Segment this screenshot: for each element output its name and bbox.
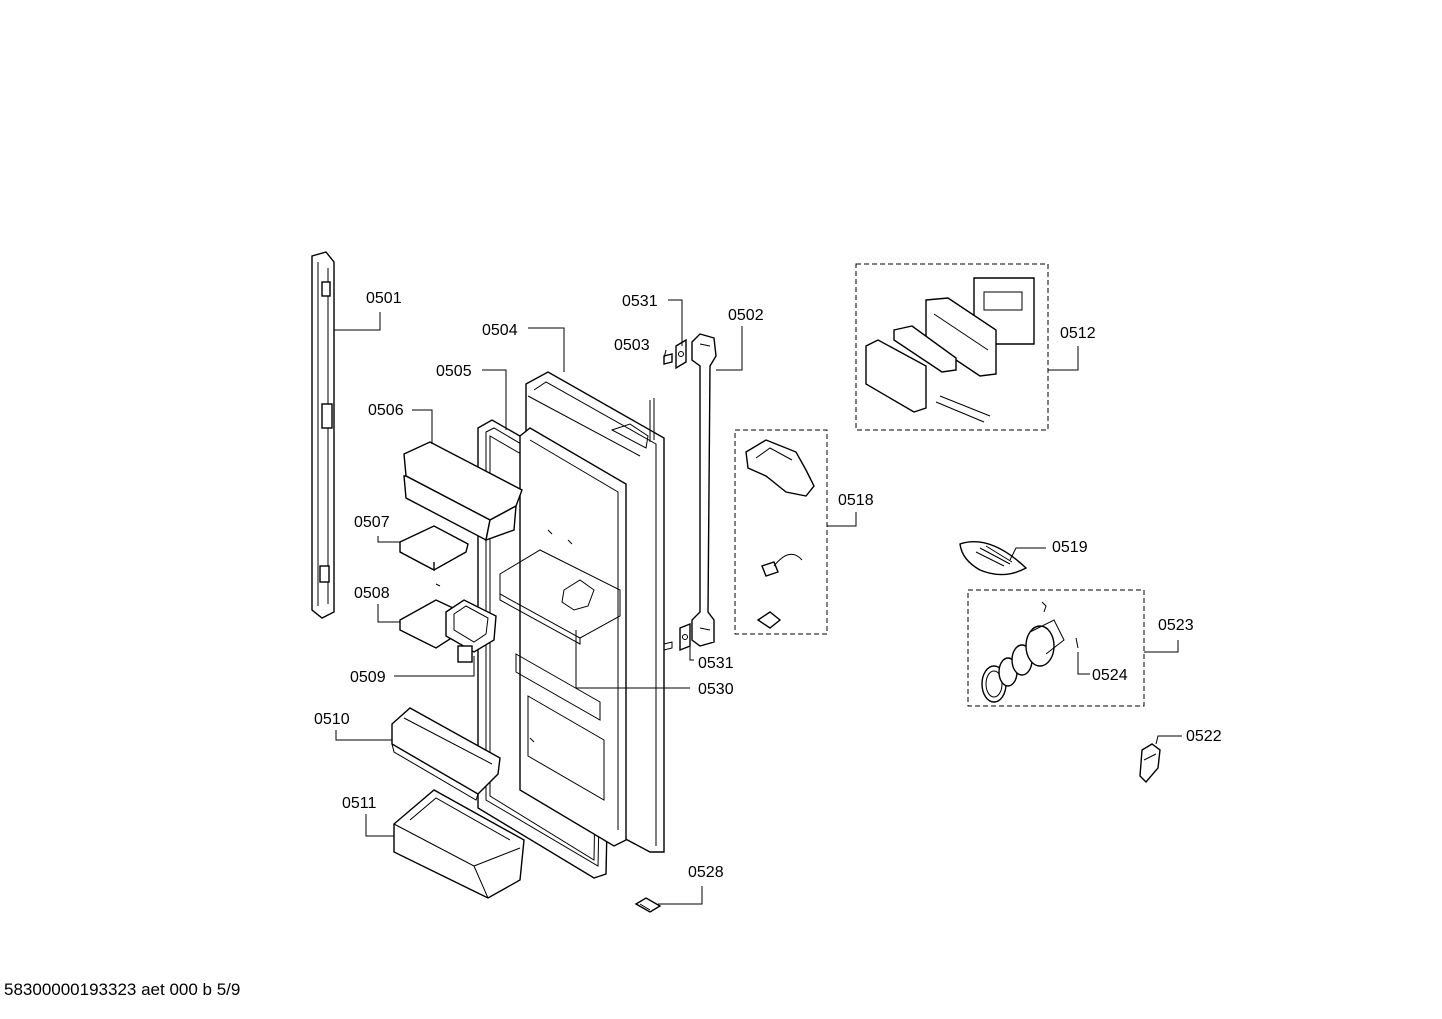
callout-0502: 0502 (728, 307, 764, 324)
callout-0506: 0506 (368, 402, 404, 419)
callout-0510: 0510 (314, 711, 350, 728)
callout-0508: 0508 (354, 585, 390, 602)
part-0510-door-bin (391, 707, 501, 801)
callout-0522: 0522 (1186, 728, 1222, 745)
callout-0530: 0530 (698, 681, 734, 698)
callout-0503: 0503 (614, 337, 650, 354)
part-0531-mounting-plate-upper (675, 338, 687, 370)
part-0509-funnel (445, 599, 497, 663)
group-0512 (855, 263, 1049, 431)
callout-0504: 0504 (482, 322, 518, 339)
callout-0512: 0512 (1060, 325, 1096, 342)
part-0531-mounting-plate-lower (679, 622, 691, 652)
callout-0518: 0518 (838, 492, 874, 509)
callout-0519: 0519 (1052, 539, 1088, 556)
callout-0531-lower: 0531 (698, 655, 734, 672)
part-0506-upper-bin (403, 441, 523, 542)
callout-0501: 0501 (366, 290, 402, 307)
part-0503-screw (663, 353, 673, 651)
callout-0524: 0524 (1092, 667, 1128, 684)
leader-lines (334, 299, 1182, 905)
door-inner-liner (499, 427, 627, 847)
callout-0507: 0507 (354, 514, 390, 531)
part-0522-actuator (1139, 743, 1161, 784)
callout-0531-upper: 0531 (622, 293, 658, 310)
callout-0509: 0509 (350, 669, 386, 686)
part-0501-hinge-strip (311, 251, 335, 619)
part-0507-small-bin (399, 525, 469, 572)
callout-0505: 0505 (436, 363, 472, 380)
callout-labels: 0501 0504 0505 0506 0507 0508 0509 0510 … (314, 290, 1222, 881)
part-0528-clip (634, 897, 662, 913)
part-0511-bottom-bin (393, 789, 525, 899)
group-0523 (967, 589, 1145, 707)
group-0518 (734, 429, 828, 635)
callout-0528: 0528 (688, 864, 724, 881)
callout-0511: 0511 (342, 795, 377, 812)
part-0502-door-handle (691, 333, 717, 647)
part-0519-filter-cover (959, 541, 1028, 576)
callout-0523: 0523 (1158, 617, 1194, 634)
document-id-footer: 58300000193323 aet 000 b 5/9 (4, 980, 241, 999)
